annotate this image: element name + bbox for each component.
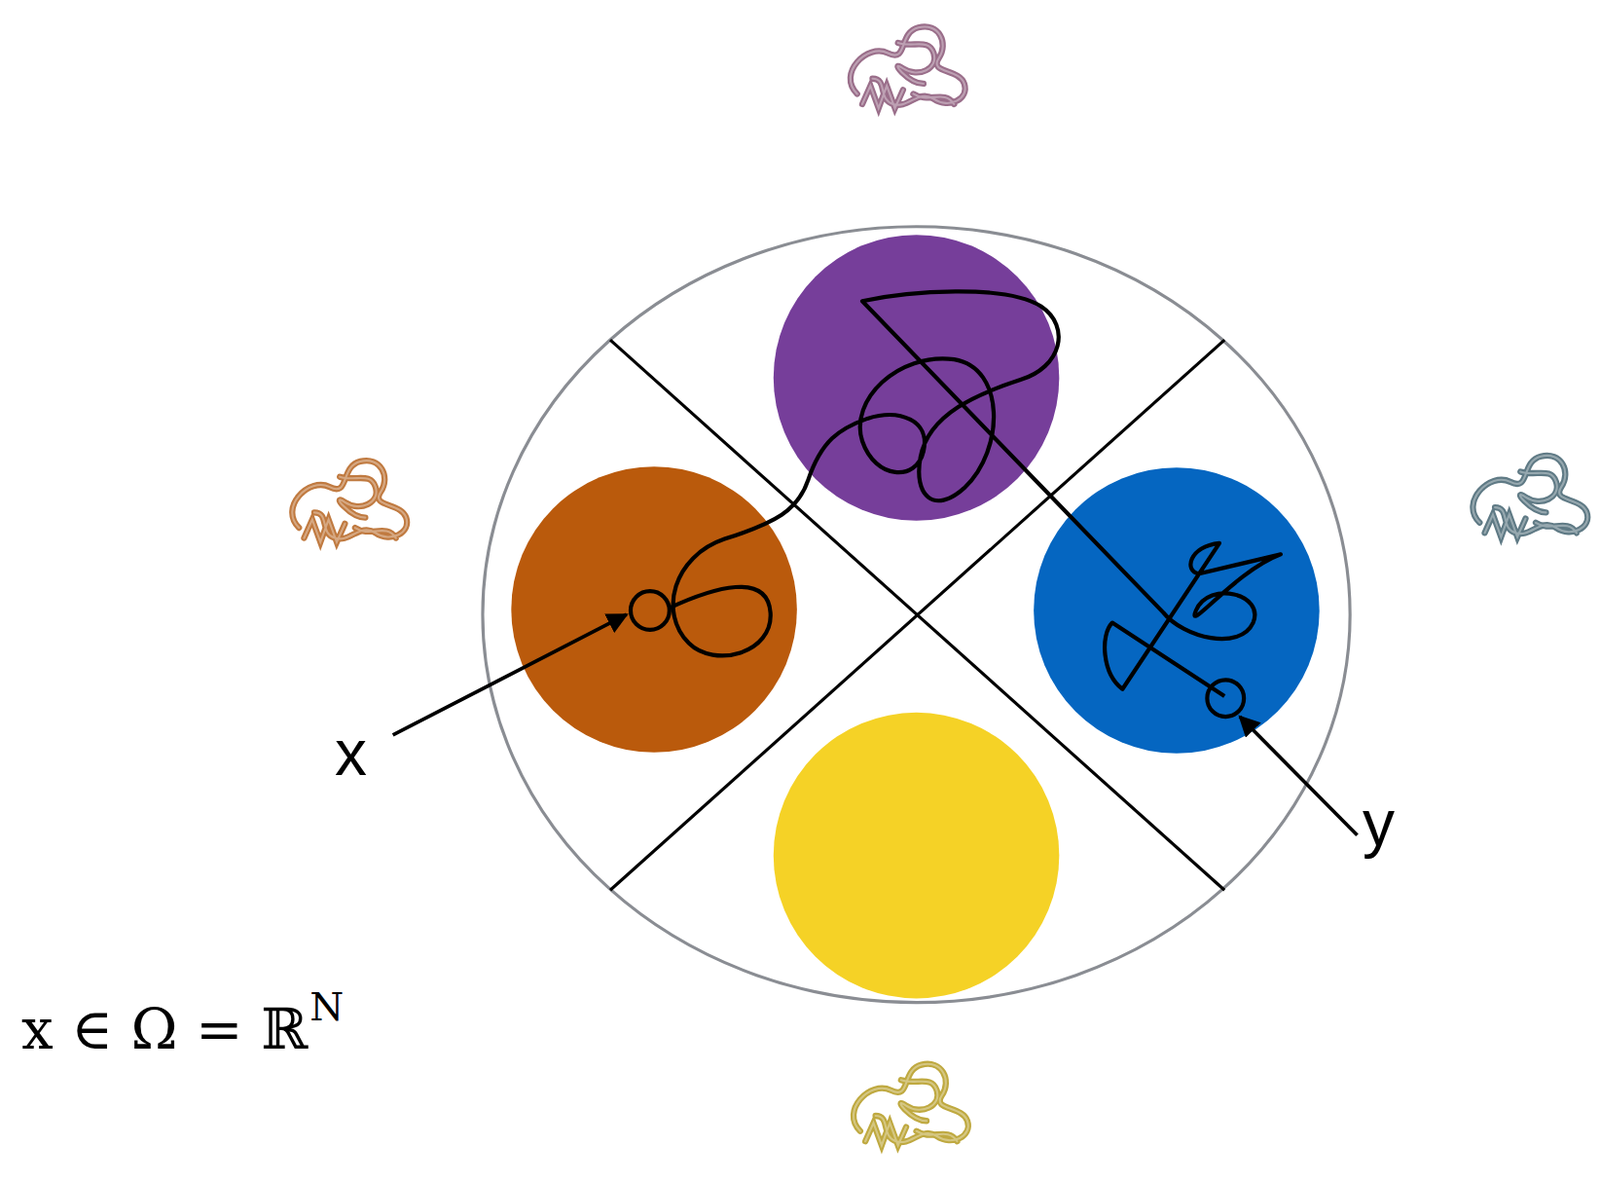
leader-arrow bbox=[393, 614, 627, 735]
protein-structure bbox=[291, 460, 407, 543]
protein-structure bbox=[850, 26, 966, 109]
point-label: x bbox=[334, 720, 367, 785]
yellow-state bbox=[773, 712, 1060, 999]
end-point bbox=[1206, 679, 1244, 717]
start-point bbox=[630, 590, 670, 630]
trajectory bbox=[668, 290, 1281, 696]
state-space-boundary bbox=[482, 226, 1350, 1003]
leader-arrow bbox=[1239, 716, 1358, 836]
superscript: N bbox=[309, 986, 344, 1026]
protein-structure bbox=[1472, 455, 1588, 538]
orange-state bbox=[510, 466, 798, 753]
space-formula: x ∈ Ω = ℝ bbox=[21, 1000, 308, 1057]
protein-structure bbox=[853, 1063, 969, 1146]
purple-state bbox=[773, 234, 1060, 521]
point-label: y bbox=[1362, 790, 1395, 855]
